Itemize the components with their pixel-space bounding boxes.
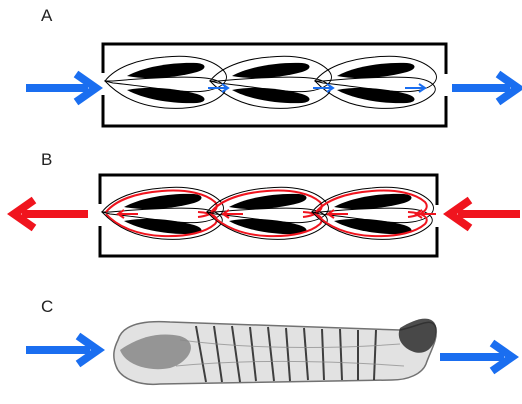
arrow-left-icon [450,200,520,228]
arrow-right-icon [440,343,512,371]
arrow-left-icon [14,200,88,228]
valve-a [101,44,449,126]
arrow-right-icon [26,74,96,102]
valve-b [97,175,440,256]
valve-3d-render [114,319,436,385]
arrow-left-icon [118,210,436,218]
arrow-right-icon [26,336,98,364]
arrow-right-icon [452,74,518,102]
